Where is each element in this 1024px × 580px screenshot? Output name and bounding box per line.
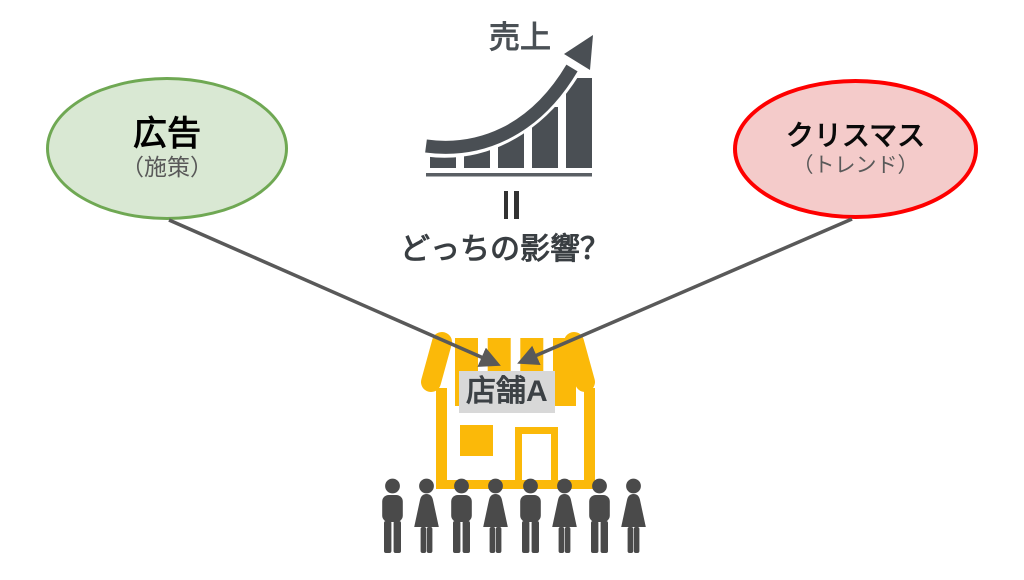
christmas-title: クリスマス [785, 120, 926, 152]
ad-title: 広告 [133, 115, 201, 154]
person-man-icon [451, 478, 472, 553]
equals-bar [503, 191, 508, 219]
store-door-opening [522, 434, 551, 480]
awning-leg-left [421, 332, 452, 392]
chart-bar [566, 78, 592, 168]
crowd-row [377, 478, 649, 556]
store-wall-left [436, 388, 447, 486]
storefront-icon [421, 332, 597, 489]
sales-growth-chart-icon [424, 35, 593, 177]
awning-leg-right [564, 332, 595, 392]
person-man-icon [382, 478, 403, 553]
store-floor [436, 480, 597, 489]
person-man-icon [519, 478, 541, 553]
cause-ellipse-ad: 広告 （施策） [46, 77, 288, 220]
person-woman-icon [483, 478, 509, 553]
chart-arrowhead-icon [564, 35, 593, 70]
store-name-label: 店舗A [459, 371, 555, 413]
sales-label: 売上 [489, 20, 551, 55]
person-woman-icon [414, 478, 440, 553]
person-woman-icon [621, 478, 646, 553]
equals-bar [514, 191, 519, 219]
person-woman-icon [552, 478, 577, 553]
ad-subtitle: （施策） [121, 154, 213, 181]
cause-ellipse-christmas: クリスマス （トレンド） [733, 79, 978, 219]
person-man-icon [588, 478, 610, 553]
question-text: どっちの影響？ [400, 233, 610, 266]
store-wall-right [584, 388, 595, 486]
chart-baseline [426, 173, 592, 177]
chart-trend-curve [425, 64, 578, 154]
store-window [460, 425, 493, 456]
christmas-subtitle: （トレンド） [792, 153, 919, 177]
equals-icon [411, 191, 611, 219]
